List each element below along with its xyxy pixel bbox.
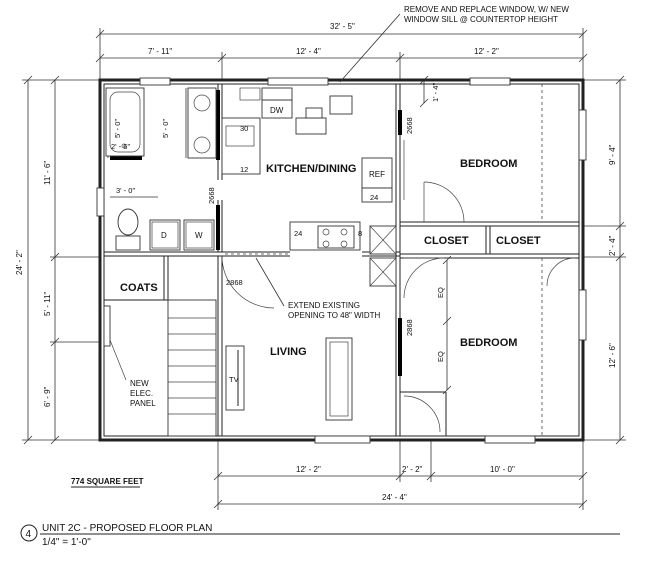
label-ref: REF: [369, 170, 385, 179]
label-tv: TV: [229, 375, 239, 384]
note-window-line1: REMOVE AND REPLACE WINDOW, W/ NEW: [404, 5, 569, 14]
living-fixtures: [103, 255, 353, 437]
room-coats: COATS: [120, 282, 158, 294]
dim-bottom-overall: 24' - 4": [382, 493, 407, 502]
dim-cab-24a: 24: [370, 193, 378, 202]
note-window-line2: WINDOW SILL @ COUNTERTOP HEIGHT: [404, 15, 558, 24]
dim-left-overall: 24' - 2": [15, 250, 24, 275]
note-panel-line1: NEW: [130, 379, 149, 388]
note-panel-line3: PANEL: [130, 399, 156, 408]
dim-top-right: 12' - 2": [474, 47, 499, 56]
opening-note-leader: [255, 257, 285, 307]
title-badge: [20, 524, 38, 542]
note-opening-line2: OPENING TO 48" WIDTH: [288, 311, 381, 320]
room-closet-left: CLOSET: [424, 235, 469, 247]
dim-bed-14: 1' - 4": [431, 83, 440, 102]
dim-cab-30: 30: [240, 124, 248, 133]
dim-bottom-right: 10' - 0": [490, 465, 515, 474]
note-panel-line2: ELEC.: [130, 389, 153, 398]
window-note-leader: [339, 13, 401, 83]
dim-overall-width: 32' - 5": [330, 22, 355, 31]
room-bedroom-bottom: BEDROOM: [460, 337, 517, 349]
dim-cab-12: 12: [240, 165, 248, 174]
new-wall-markers: [110, 90, 402, 376]
dim-left-mid: 5' - 11": [43, 292, 52, 316]
dim-bath-5a: 5' - 0": [113, 119, 122, 138]
dim-bottom-left: 12' - 2": [296, 465, 321, 474]
dim-bath-26: 2' - 6": [111, 142, 130, 151]
room-living: LIVING: [270, 346, 307, 358]
dim-eq-b: EQ: [436, 351, 445, 362]
label-dw: DW: [270, 106, 284, 115]
dim-bath-30: 3' - 0": [116, 186, 135, 195]
dim-bottom-mid: 2' - 2": [402, 465, 423, 474]
area-label: 774 SQUARE FEET: [71, 477, 144, 486]
dim-door-2868-a: 2868: [226, 278, 243, 287]
dimension-lines: [22, 28, 626, 510]
dim-right-mid: 2' - 4": [608, 235, 617, 256]
dim-right-bottom: 12' - 6": [608, 343, 617, 368]
dim-left-top: 11' - 6": [43, 161, 52, 185]
bathroom-fixtures: [105, 87, 217, 251]
note-opening-line1: EXTEND EXISTING: [288, 301, 360, 310]
bedroom-fixtures: [369, 181, 576, 433]
dim-right-top: 9' - 4": [608, 144, 617, 165]
title-name: UNIT 2C - PROPOSED FLOOR PLAN: [42, 523, 212, 534]
title-scale: 1/4" = 1'-0": [42, 537, 91, 548]
dim-top-left: 7' - 11": [148, 47, 172, 56]
room-bedroom-top: BEDROOM: [460, 158, 517, 170]
dim-top-mid: 12' - 4": [296, 47, 321, 56]
dim-left-bottom: 6' - 9": [43, 386, 52, 407]
dim-door-2868-b: 2868: [405, 319, 414, 336]
label-w: W: [195, 231, 203, 240]
kitchen-fixtures: [221, 87, 393, 251]
label-d: D: [161, 231, 167, 240]
dim-cab-24b: 24: [294, 229, 302, 238]
dim-door-2668-a: 2668: [207, 187, 216, 204]
room-closet-right: CLOSET: [496, 235, 541, 247]
dim-bath-5b: 5' - 0": [161, 119, 170, 138]
title-number: 4: [26, 529, 32, 540]
dim-eq-a: EQ: [436, 287, 445, 298]
dim-cab-8: 8: [358, 229, 362, 238]
room-kitchen-dining: KITCHEN/DINING: [266, 163, 356, 175]
dim-door-2668-b: 2668: [405, 117, 414, 134]
